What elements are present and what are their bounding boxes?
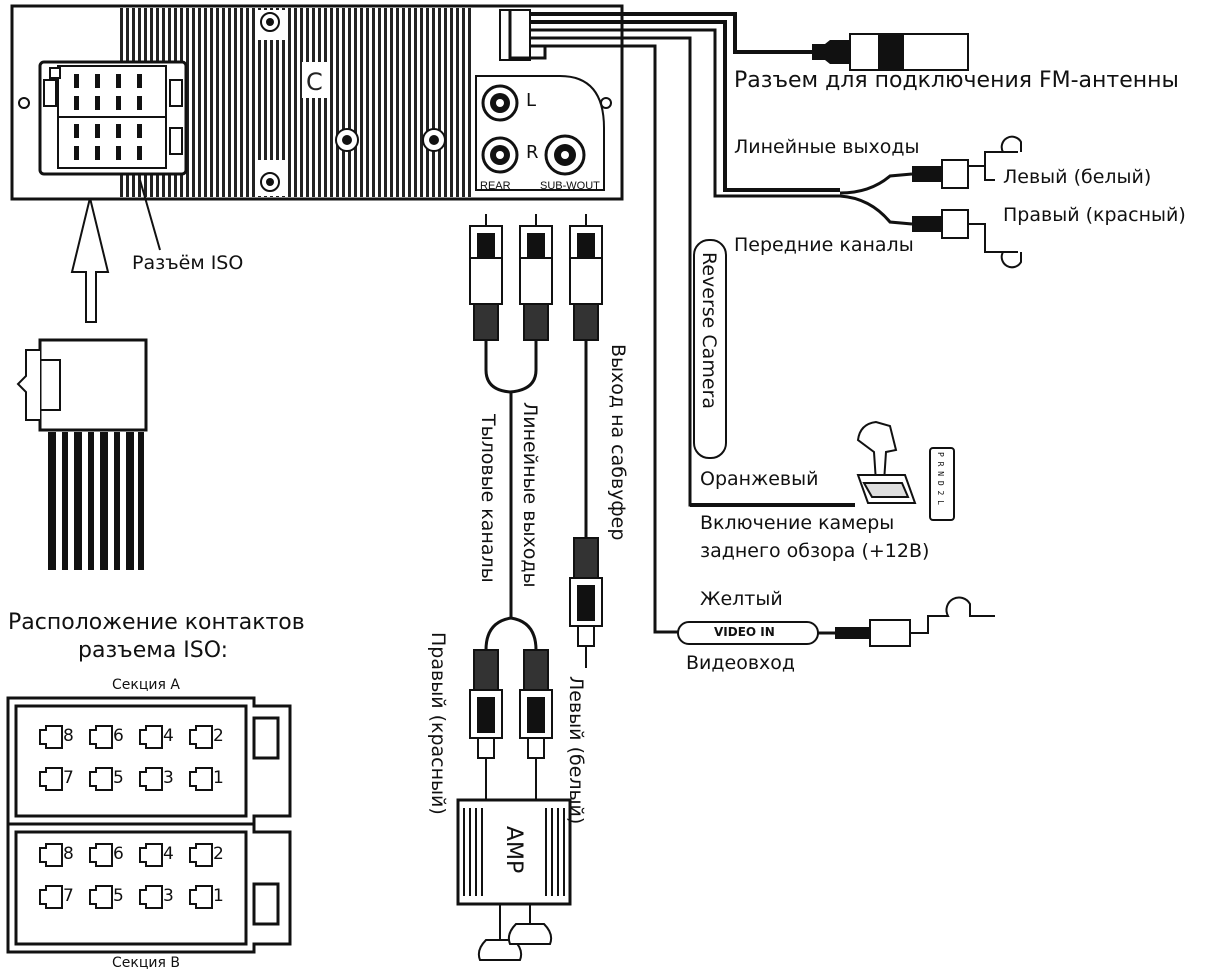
rca-left-letter: L (526, 90, 537, 111)
amp-right-red-label: Правый (красный) (427, 632, 449, 815)
pin-a-2: 2 (213, 726, 224, 746)
rear-channels-label: Тыловые каналы (477, 414, 499, 583)
gear-letters: P R N D 2 L (936, 452, 945, 505)
camera-enable-label-line1: Включение камеры (700, 512, 895, 534)
left-white-label: Левый (белый) (1003, 166, 1152, 188)
reverse-camera-tag (693, 239, 727, 459)
sub-port-label: SUB-WOUT (540, 180, 600, 192)
fm-antenna-label: Разъем для подключения FM-антенны (734, 68, 1179, 93)
rca-front-left (912, 135, 1022, 189)
iso-layout-title-line2: разъема ISO: (78, 638, 229, 663)
front-outputs (839, 172, 913, 226)
rear-rca-plugs (469, 214, 603, 341)
iso-plug (16, 338, 148, 570)
video-in-tag: VIDEO IN (714, 625, 775, 639)
pin-a-3: 3 (163, 768, 174, 788)
pin-a-5: 5 (113, 768, 124, 788)
pin-a-7: 7 (63, 768, 74, 788)
pin-b-7: 7 (63, 886, 74, 906)
head-unit: C (10, 4, 624, 201)
rca-right-letter: R (526, 142, 539, 163)
rear-line-outputs-label: Линейные выходы (519, 402, 541, 588)
amp-label: AMP (501, 826, 526, 874)
iso-connector-label: Разъём ISO (132, 252, 244, 274)
amp-left-white-label: Левый (белый) (565, 676, 587, 825)
pin-a-4: 4 (163, 726, 174, 746)
pin-b-3: 3 (163, 886, 174, 906)
arrow-up-icon (70, 197, 110, 323)
rear-cables (484, 340, 588, 651)
front-channels-label: Передние каналы (734, 234, 914, 256)
section-a-label: Секция A (112, 677, 180, 693)
pin-b-5: 5 (113, 886, 124, 906)
orange-wire-label: Оранжевый (700, 468, 819, 490)
pin-a-8: 8 (63, 726, 74, 746)
pin-b-2: 2 (213, 844, 224, 864)
sub-rca-plug (569, 537, 603, 668)
yellow-wire-label: Желтый (700, 588, 783, 610)
amp-rca-plugs (469, 649, 553, 800)
pin-b-6: 6 (113, 844, 124, 864)
amplifier (456, 798, 572, 961)
video-input-label: Видеовход (686, 652, 796, 674)
rear-port-label: REAR (480, 180, 511, 192)
right-red-label: Правый (красный) (1003, 204, 1186, 226)
iso-pin-shapes (39, 725, 213, 909)
pin-b-8: 8 (63, 844, 74, 864)
pin-b-4: 4 (163, 844, 174, 864)
reverse-camera-label: Reverse Camera (698, 252, 720, 409)
camera-enable-label-line2: заднего обзора (+12В) (700, 540, 930, 562)
rca-front-right (912, 209, 1022, 269)
gear-shifter-icon (856, 420, 955, 521)
fm-antenna-plug (812, 33, 969, 71)
section-b-label: Секция B (112, 955, 180, 971)
line-outputs-label: Линейные выходы (734, 136, 920, 158)
pin-a-1: 1 (213, 768, 224, 788)
svg-text:C: C (306, 68, 323, 96)
iso-pin-layout (6, 696, 292, 954)
subwoofer-out-label: Выход на сабвуфер (607, 344, 629, 541)
pin-b-1: 1 (213, 886, 224, 906)
video-in-plug (677, 596, 995, 647)
iso-layout-title-line1: Расположение контактов (8, 610, 305, 635)
pin-a-6: 6 (113, 726, 124, 746)
